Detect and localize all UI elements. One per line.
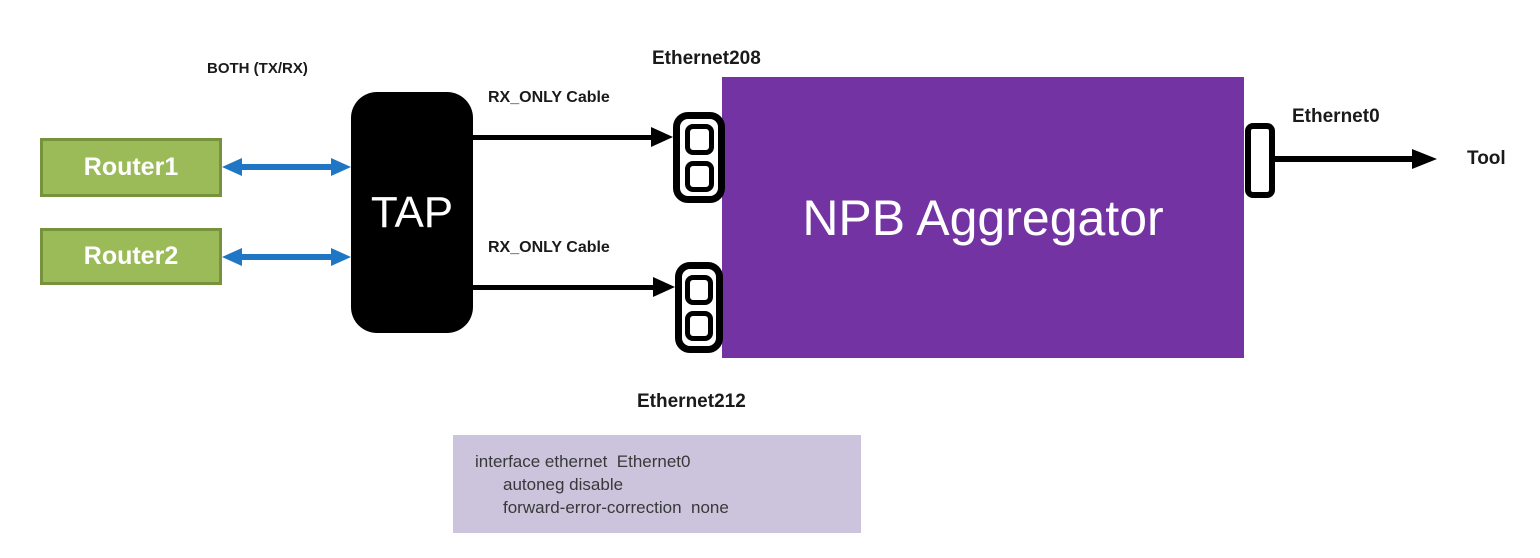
config-line-autoneg: autoneg disable: [503, 475, 624, 494]
tap-node: TAP: [351, 92, 473, 333]
router1-node: Router1: [40, 138, 222, 197]
arrowhead-left-icon: [222, 248, 242, 266]
ethernet0-port-icon: [1245, 123, 1275, 198]
port-cell-icon: [685, 310, 713, 341]
rx-only-cable-bottom-label: RX_ONLY Cable: [488, 239, 610, 256]
arrowhead-right-icon: [653, 277, 675, 297]
ethernet208-port-icon: [673, 112, 725, 203]
router1-tap-link: [222, 158, 351, 176]
link-shaft: [242, 254, 331, 260]
config-line-fec: forward-error-correction none: [503, 498, 729, 517]
port-cell-icon: [684, 123, 714, 155]
router2-label: Router2: [83, 242, 179, 270]
arrowhead-right-icon: [651, 127, 673, 147]
tap-label: TAP: [370, 187, 454, 237]
ethernet212-port-icon: [675, 262, 723, 353]
arrowhead-left-icon: [222, 158, 242, 176]
router1-label: Router1: [83, 153, 179, 181]
interface-config-box: interface ethernet Ethernet0 autoneg dis…: [453, 435, 861, 533]
both-txrx-label: BOTH (TX/RX): [207, 60, 308, 77]
npb-tool-cable: [1275, 149, 1437, 169]
router2-node: Router2: [40, 228, 222, 285]
npb-aggregator-label: NPB Aggregator: [802, 189, 1164, 246]
link-shaft: [242, 164, 331, 170]
router2-tap-link: [222, 248, 351, 266]
arrowhead-right-icon: [331, 248, 351, 266]
ethernet0-label: Ethernet0: [1292, 106, 1380, 127]
cable-shaft: [473, 284, 653, 290]
rx-only-cable-top-label: RX_ONLY Cable: [488, 89, 610, 106]
tool-label: Tool: [1467, 148, 1506, 169]
config-line-interface: interface ethernet Ethernet0: [475, 452, 691, 471]
cable-shaft: [473, 134, 651, 140]
tap-npb-cable-top: [473, 127, 673, 147]
cable-shaft: [1275, 156, 1412, 162]
port-cell-icon: [685, 274, 713, 305]
ethernet208-label: Ethernet208: [652, 48, 761, 69]
port-cell-icon: [684, 160, 714, 192]
arrowhead-right-icon: [1412, 149, 1437, 169]
tap-npb-cable-bottom: [473, 277, 675, 297]
ethernet212-label: Ethernet212: [637, 391, 746, 412]
arrowhead-right-icon: [331, 158, 351, 176]
npb-aggregator-node: NPB Aggregator: [722, 77, 1244, 358]
